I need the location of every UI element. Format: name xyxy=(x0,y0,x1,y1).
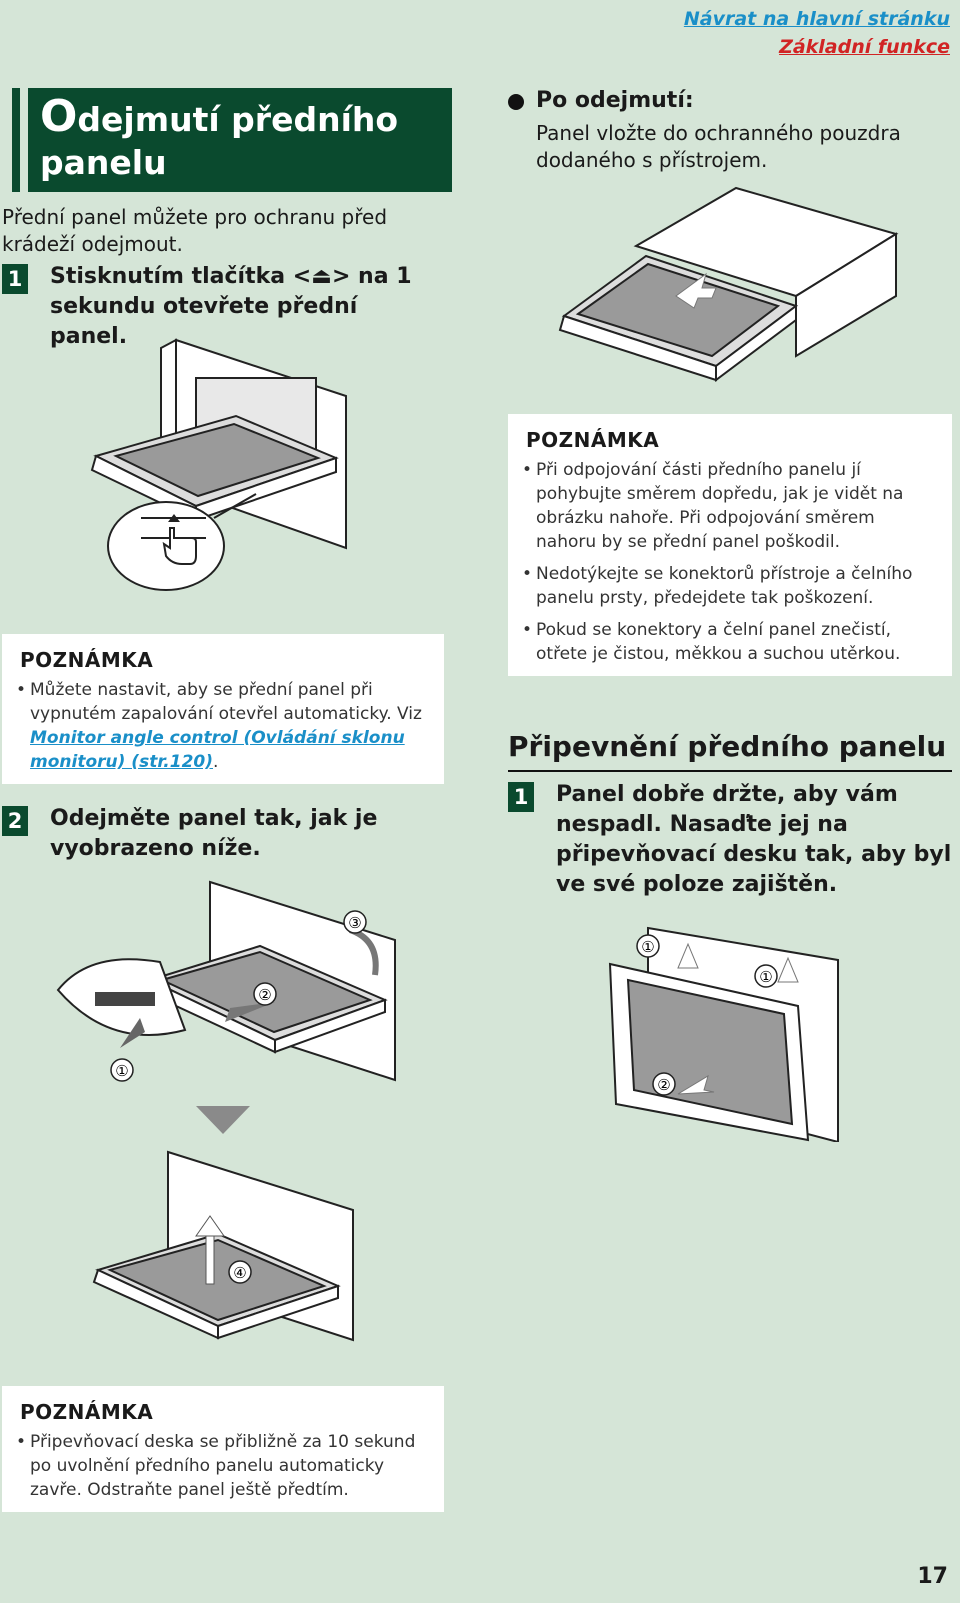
note-1-text: Můžete nastavit, aby se přední panel při… xyxy=(30,680,422,724)
title-line1: dejmutí předního xyxy=(77,100,399,139)
intro-text: Přední panel můžete pro ochranu před krá… xyxy=(2,205,388,256)
note-2-heading: POZNÁMKA xyxy=(526,428,660,452)
page-number: 17 xyxy=(917,1564,948,1589)
note-box-1: POZNÁMKA Můžete nastavit, aby se přední … xyxy=(2,634,444,784)
open-panel-illustration xyxy=(90,338,347,591)
label-2: ② xyxy=(258,986,271,1004)
monitor-angle-link[interactable]: Monitor angle control (Ovládání sklonu m… xyxy=(30,728,405,772)
remove-panel-illustration: ③ ② ① xyxy=(56,880,396,1082)
note-2-item-1: Při odpojování části předního panelu jí … xyxy=(522,458,936,554)
section-heading: Připevnění předního panelu xyxy=(508,728,952,772)
label-1: ① xyxy=(115,1062,128,1080)
attach-label-1b: ① xyxy=(759,968,772,986)
title-initial: O xyxy=(40,91,78,142)
label-4: ④ xyxy=(233,1264,246,1282)
note-3-heading: POZNÁMKA xyxy=(20,1400,154,1424)
note-box-2: POZNÁMKA Při odpojování části předního p… xyxy=(508,414,952,676)
case-illustration xyxy=(558,186,899,382)
title-line2: panelu xyxy=(40,143,167,182)
note-1-text-end: . xyxy=(213,752,219,772)
step-1-number: 1 xyxy=(2,264,28,294)
step-2-number: 2 xyxy=(2,806,28,836)
page-title: Odejmutí předního panelu xyxy=(20,88,452,192)
section-step-1-text: Panel dobře držte, aby vám nespadl. Nasa… xyxy=(556,782,952,897)
attach-label-1a: ① xyxy=(641,938,654,956)
label-3: ③ xyxy=(348,914,361,932)
after-removal-text: Panel vložte do ochranného pouzdra dodan… xyxy=(536,121,901,172)
nav-home-link[interactable]: Návrat na hlavní stránku xyxy=(683,8,950,30)
section-step-1-number: 1 xyxy=(508,782,534,812)
step-2-text: Odejměte panel tak, jak je vyobrazeno ní… xyxy=(50,806,378,861)
attach-panel-illustration: ① ① ② xyxy=(608,926,839,1142)
nav-basic-functions-link[interactable]: Základní funkce xyxy=(779,36,950,58)
attach-label-2: ② xyxy=(657,1076,670,1094)
after-removal-heading: Po odejmutí: xyxy=(536,88,694,113)
note-1-heading: POZNÁMKA xyxy=(20,648,154,672)
step-1-text: Stisknutím tlačítka <⏏> na 1 sekundu ote… xyxy=(50,264,412,349)
panel-up-illustration: ④ xyxy=(92,1150,354,1342)
note-1-item: Můžete nastavit, aby se přední panel při… xyxy=(16,678,430,774)
note-2-item-2: Nedotýkejte se konektorů přístroje a čel… xyxy=(522,562,936,610)
note-box-3: POZNÁMKA Připevňovací deska se přibližně… xyxy=(2,1386,444,1512)
down-arrow-icon xyxy=(196,1106,250,1134)
bullet-icon xyxy=(508,94,524,110)
note-2-item-3: Pokud se konektory a čelní panel znečist… xyxy=(522,618,936,666)
note-3-item: Připevňovací deska se přibližně za 10 se… xyxy=(16,1430,420,1502)
